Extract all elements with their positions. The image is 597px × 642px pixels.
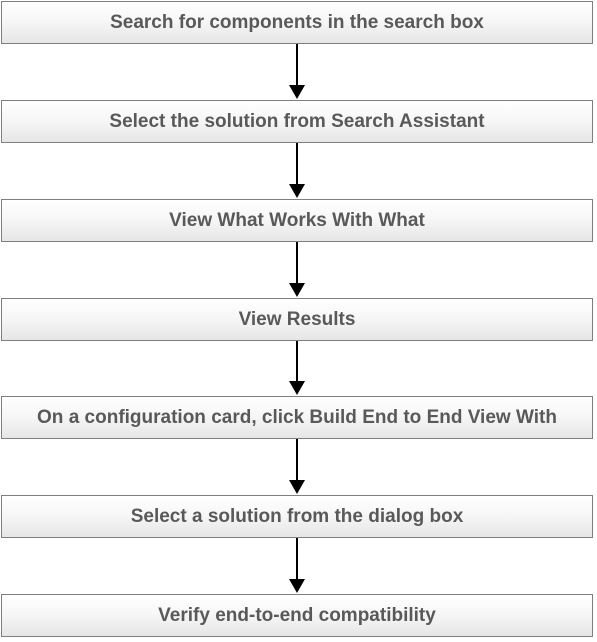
step-label: Select the solution from Search Assistan…	[109, 110, 485, 132]
step-box-view-results: View Results	[1, 298, 593, 341]
step-label: On a configuration card, click Build End…	[37, 406, 557, 428]
step-box-view-what-works: View What Works With What	[1, 199, 593, 242]
arrow-down-icon	[289, 538, 305, 593]
step-label: Select a solution from the dialog box	[130, 505, 464, 527]
step-label: Search for components in the search box	[110, 11, 484, 33]
step-label: Verify end-to-end compatibility	[158, 604, 436, 626]
step-box-select-solution: Select the solution from Search Assistan…	[1, 100, 593, 143]
step-label: View Results	[238, 308, 356, 330]
step-box-build-end-to-end: On a configuration card, click Build End…	[1, 396, 593, 439]
step-box-verify-compatibility: Verify end-to-end compatibility	[1, 594, 593, 637]
arrow-down-icon	[289, 341, 305, 395]
arrow-down-icon	[289, 242, 305, 297]
step-label: View What Works With What	[169, 209, 425, 231]
arrow-down-icon	[289, 44, 305, 99]
step-box-search-components: Search for components in the search box	[1, 1, 593, 44]
arrow-down-icon	[289, 143, 305, 198]
arrow-down-icon	[289, 439, 305, 494]
step-box-select-from-dialog: Select a solution from the dialog box	[1, 495, 593, 538]
